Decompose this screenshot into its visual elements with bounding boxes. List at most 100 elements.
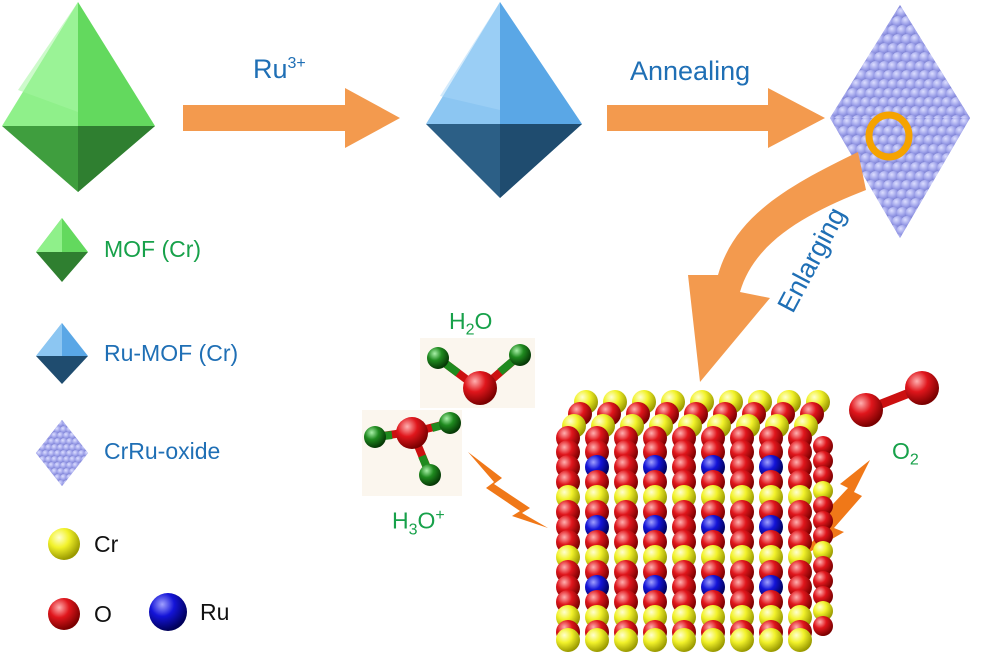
hydronium-molecule bbox=[362, 410, 462, 496]
oxide-bump bbox=[950, 171, 963, 183]
oxide-bump bbox=[842, 97, 855, 109]
oxide-bump bbox=[919, 70, 931, 82]
oxide-bump bbox=[54, 420, 62, 422]
oxide-bump bbox=[42, 450, 50, 458]
oxide-bump bbox=[51, 456, 59, 464]
oxide-bump bbox=[905, 43, 918, 55]
oxide-bump bbox=[892, 16, 904, 28]
oxide-bump bbox=[937, 234, 949, 238]
oxide-bump bbox=[964, 16, 970, 28]
oxide-bump bbox=[941, 7, 954, 19]
oxide-bump bbox=[81, 468, 88, 476]
oxide-bump bbox=[928, 106, 940, 118]
oxide-bump bbox=[910, 70, 922, 82]
oxide-bump bbox=[84, 474, 88, 482]
oxide-bump bbox=[941, 171, 954, 183]
oxide-bump bbox=[955, 198, 967, 210]
oxide-bump bbox=[75, 468, 83, 476]
oxide-bump bbox=[932, 135, 945, 147]
oxide-bump bbox=[48, 474, 56, 482]
oxide-bump bbox=[883, 198, 895, 210]
oxide-bump bbox=[964, 52, 970, 64]
oxide-bump bbox=[919, 234, 931, 238]
oxide-bump bbox=[968, 135, 970, 147]
legend-oxide-label: CrRu-oxide bbox=[104, 438, 221, 464]
oxide-bump bbox=[830, 135, 837, 147]
oxide-bump bbox=[856, 234, 868, 238]
oxide-bump bbox=[892, 126, 904, 138]
oxide-bump bbox=[923, 118, 936, 129]
oxide-bump bbox=[60, 420, 68, 422]
oxide-bump bbox=[847, 106, 859, 118]
oxide-bump bbox=[72, 426, 80, 434]
oxide-bump bbox=[856, 70, 868, 82]
oxide-bump bbox=[847, 126, 859, 138]
oxide-bump bbox=[830, 70, 832, 82]
oxide-bump bbox=[75, 480, 83, 486]
oxide-bump bbox=[865, 234, 877, 238]
oxide-bump bbox=[923, 61, 936, 73]
oxide-bump bbox=[964, 162, 970, 174]
oxide-bump bbox=[856, 144, 868, 156]
oxide-bump bbox=[910, 88, 922, 100]
oxide-bump bbox=[830, 144, 832, 156]
oxide-bump bbox=[36, 462, 38, 470]
oxide-bump bbox=[78, 426, 86, 434]
oxide-bump bbox=[901, 70, 913, 82]
oxide-bump bbox=[946, 16, 958, 28]
oxide-bump bbox=[892, 70, 904, 82]
oxide-bump bbox=[892, 198, 904, 210]
oxide-bump bbox=[959, 7, 970, 19]
o-atom bbox=[813, 571, 833, 591]
oxide-bump bbox=[81, 480, 88, 486]
oxide-bump bbox=[955, 52, 967, 64]
oxide-bump bbox=[910, 126, 922, 138]
oxide-bump bbox=[928, 126, 940, 138]
oxide-bump bbox=[955, 16, 967, 28]
oxide-bump bbox=[932, 189, 945, 201]
oxide-bump bbox=[60, 438, 68, 446]
oxide-bump bbox=[830, 52, 841, 64]
oxide-bump bbox=[932, 43, 945, 55]
oxide-bump bbox=[847, 34, 859, 46]
oxide-bump bbox=[919, 52, 931, 64]
oxide-bump bbox=[36, 486, 44, 494]
oxide-bump bbox=[851, 207, 864, 219]
oxide-bump bbox=[878, 171, 891, 183]
oxide-bump bbox=[860, 225, 873, 237]
o-atom bbox=[813, 556, 833, 576]
oxide-bump bbox=[878, 189, 891, 201]
oxide-bump bbox=[955, 234, 967, 238]
oxide-bump bbox=[57, 456, 65, 464]
oxide-bump bbox=[69, 456, 77, 464]
oxide-bump bbox=[964, 126, 970, 138]
oxide-bump bbox=[910, 106, 922, 118]
oxide-bump bbox=[48, 462, 56, 470]
oxide-bump bbox=[964, 216, 970, 228]
oxide-bump bbox=[72, 474, 80, 482]
oxide-bump bbox=[928, 162, 940, 174]
oxide-bump bbox=[78, 450, 86, 458]
oxide-bump bbox=[955, 70, 967, 82]
oxide-bump bbox=[48, 486, 56, 494]
oxide-bump bbox=[36, 468, 41, 476]
oxide-bump bbox=[896, 25, 909, 37]
oxide-bump bbox=[42, 426, 50, 434]
oxide-bump bbox=[830, 43, 837, 55]
oxide-bump bbox=[838, 16, 850, 28]
oxide-bump bbox=[830, 79, 837, 91]
oxide-bump bbox=[968, 118, 970, 129]
oxide-bump bbox=[928, 88, 940, 100]
oxide-bump bbox=[847, 52, 859, 64]
oxide-bump bbox=[87, 456, 88, 464]
oxide-bump bbox=[54, 462, 62, 470]
oxide-bump bbox=[830, 106, 832, 118]
oxide-bump bbox=[959, 61, 970, 73]
oxide-bump bbox=[856, 106, 868, 118]
oxide-bump bbox=[878, 225, 891, 237]
oxide-bump bbox=[901, 106, 913, 118]
oxide-bump bbox=[950, 189, 963, 201]
oxide-bump bbox=[923, 189, 936, 201]
oxide-bump bbox=[946, 5, 958, 10]
oxide-bump bbox=[968, 171, 970, 183]
